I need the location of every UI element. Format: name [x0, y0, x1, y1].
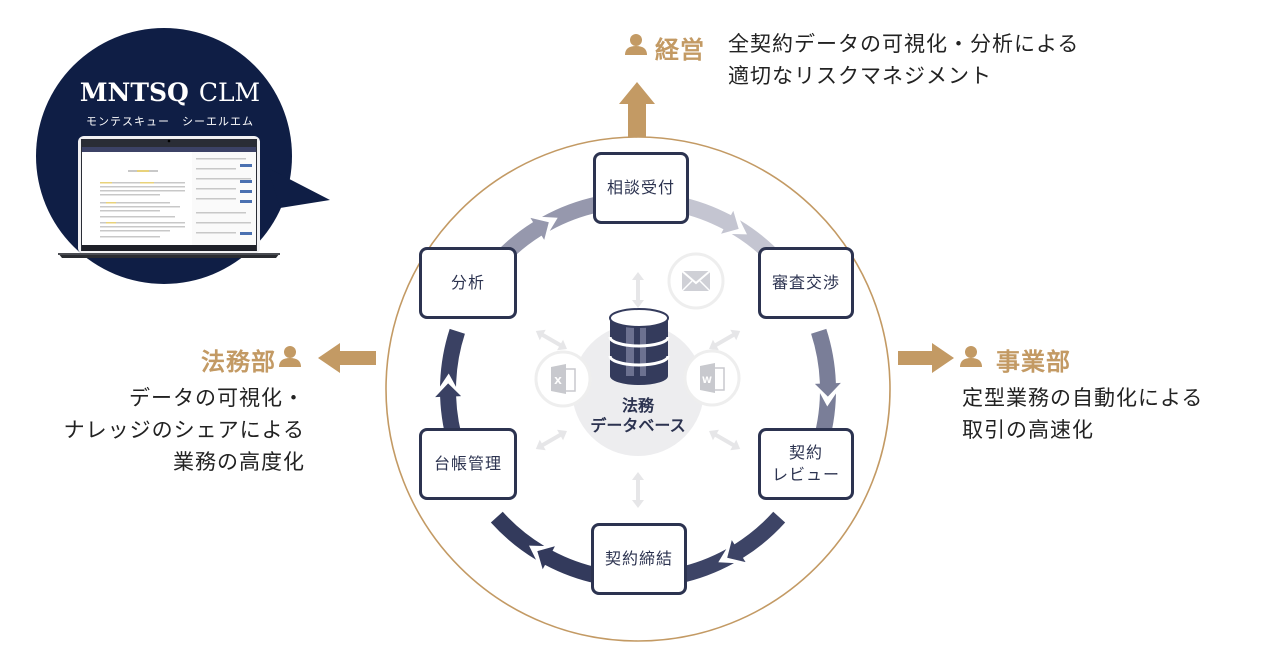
ring-arrow-segment	[675, 196, 739, 234]
person-icon	[960, 346, 982, 367]
word-icon: W	[683, 349, 741, 407]
node-consultation: 相談受付	[593, 152, 689, 224]
person-icon	[279, 346, 301, 367]
svg-text:W: W	[702, 376, 712, 386]
node-contract-signing: 契約締結	[591, 523, 687, 595]
svg-text:X: X	[554, 376, 562, 387]
node-ledger-management: 台帳管理	[419, 428, 517, 500]
stakeholder-business-description: 定型業務の自動化による 取引の高速化	[962, 382, 1203, 446]
node-label: 契約	[788, 443, 823, 462]
ring-arrow-segment	[440, 328, 465, 387]
stakeholder-legal-title: 法務部	[201, 348, 276, 376]
database-label: 法務 データベース	[578, 396, 698, 436]
arrow-right	[898, 343, 954, 373]
ring-arrow-segment	[675, 549, 734, 584]
double-arrow-icon	[632, 272, 644, 308]
node-label: 審査交渉	[771, 273, 840, 292]
excel-icon: X	[534, 350, 592, 408]
node-label: レビュー	[771, 465, 840, 484]
spoke-arrows	[535, 272, 741, 508]
description-line: 適切なリスクマネジメント	[728, 64, 992, 88]
description-line: 全契約データの可視化・分析による	[728, 32, 1080, 56]
product-kana: モンテスキュー シーエルエム	[86, 115, 254, 128]
mail-icon	[667, 252, 725, 310]
ring-arrow-segment	[537, 546, 601, 584]
ring-arrow-segment	[727, 511, 786, 563]
node-label: 相談受付	[606, 178, 675, 197]
double-arrow-icon	[709, 329, 741, 351]
double-arrow-icon	[535, 429, 567, 451]
arrow-up	[619, 82, 655, 137]
double-arrow-icon	[709, 429, 741, 451]
person-icon	[625, 34, 647, 55]
arrow-left	[318, 343, 376, 373]
database-icon	[608, 308, 670, 385]
ring-arrow-segment	[490, 511, 545, 560]
stakeholder-legal-description: データの可視化・ ナレッジのシェアによる 業務の高度化	[20, 382, 305, 478]
double-arrow-icon	[535, 329, 567, 351]
double-arrow-icon	[632, 472, 644, 508]
stakeholder-business-title: 事業部	[996, 348, 1071, 376]
ring-arrow-segment	[542, 196, 601, 231]
ring-arrow-segment	[811, 328, 841, 397]
node-label: 台帳管理	[433, 454, 502, 473]
description-line: データの可視化・	[129, 386, 305, 410]
stakeholder-management-title: 経営	[655, 36, 705, 64]
node-label: 契約締結	[604, 549, 673, 568]
description-line: 業務の高度化	[173, 450, 305, 474]
cycle-ring	[435, 196, 841, 584]
database-label-line1: 法務	[621, 396, 654, 415]
node-negotiation: 審査交渉	[758, 247, 854, 319]
laptop-screenshot	[58, 136, 280, 258]
node-analysis: 分析	[419, 247, 517, 319]
description-line: 定型業務の自動化による	[962, 386, 1204, 410]
stakeholder-management-description: 全契約データの可視化・分析による 適切なリスクマネジメント	[728, 28, 1079, 92]
node-label: 分析	[450, 273, 485, 292]
description-line: 取引の高速化	[962, 418, 1094, 442]
center-disc	[572, 324, 704, 456]
description-line: ナレッジのシェアによる	[63, 418, 305, 442]
database-label-line2: データベース	[590, 416, 686, 435]
node-contract-review: 契約レビュー	[758, 428, 854, 500]
